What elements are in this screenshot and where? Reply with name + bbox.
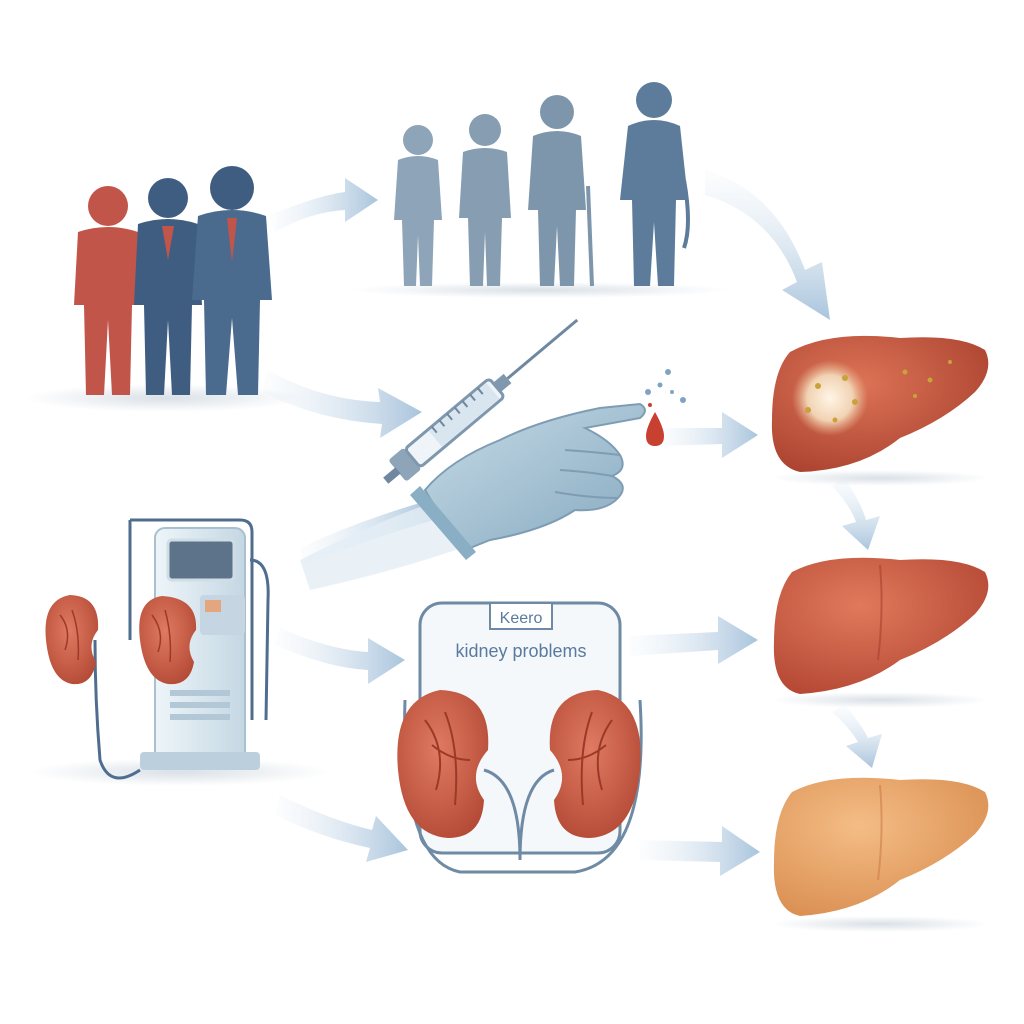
liver-icon xyxy=(770,777,990,932)
label-box-header: Keero xyxy=(500,610,543,627)
kidney-icon xyxy=(139,596,197,685)
blood-drop-icon xyxy=(645,369,686,446)
flow-arrow-icon xyxy=(275,795,408,862)
flow-arrow-icon xyxy=(640,826,760,876)
label-box-text: kidney problems xyxy=(455,641,586,661)
flow-arrow-icon xyxy=(832,478,880,550)
flow-arrow-icon xyxy=(705,170,830,320)
syringe-icon xyxy=(383,318,579,484)
kidney-problems-panel: Keero kidney problems xyxy=(397,601,643,874)
flow-arrow-icon xyxy=(270,178,378,232)
kidney-icon xyxy=(397,690,489,838)
flow-arrow-icon xyxy=(275,628,405,684)
aging-silhouettes-icon xyxy=(350,82,730,298)
liver-icon xyxy=(770,557,990,708)
flow-arrow-icon xyxy=(262,370,422,438)
dialysis-machine-icon xyxy=(30,518,330,786)
flow-arrow-icon xyxy=(660,412,758,458)
kidney-icon xyxy=(45,595,99,685)
gloved-hand-icon xyxy=(300,402,646,590)
liver-icon xyxy=(770,335,990,486)
kidney-icon xyxy=(549,690,641,838)
flow-arrow-icon xyxy=(832,705,882,768)
flow-arrow-icon xyxy=(630,616,758,664)
people-group-icon xyxy=(25,166,305,412)
